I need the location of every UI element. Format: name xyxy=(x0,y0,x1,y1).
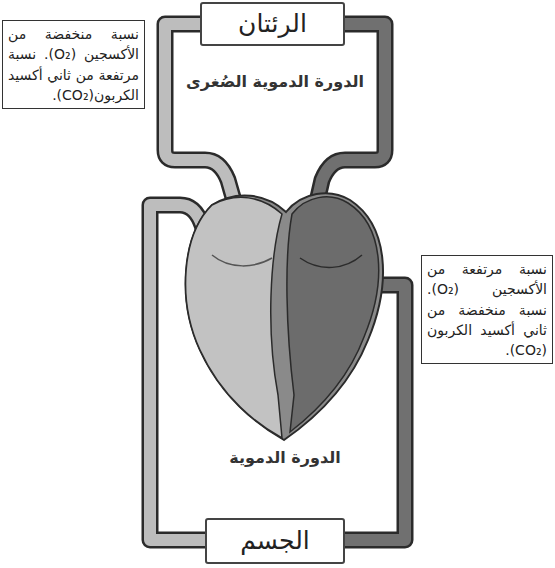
note-box: نسبة منخفضة من الأكسجين (O₂). نسبة مرتفع… xyxy=(2,20,145,109)
vessels xyxy=(150,24,405,540)
heart-outline xyxy=(186,193,383,440)
organ-box: الجسم xyxy=(205,518,345,564)
organ-name: الجسم xyxy=(240,526,310,556)
organ-box: الرئتان xyxy=(200,2,345,46)
heart xyxy=(186,193,383,440)
circulation-label: الدورة الدموية الصُغرى xyxy=(177,72,373,92)
note-text: نسبة منخفضة من الأكسجين (O₂). نسبة مرتفع… xyxy=(8,24,139,105)
valve-line xyxy=(212,255,272,266)
note-box: نسبة مرتفعة من الأكسجين (O₂). نسبة منخفض… xyxy=(421,255,553,364)
note-text: نسبة مرتفعة من الأكسجين (O₂). نسبة منخفض… xyxy=(427,259,547,360)
heart-left-side xyxy=(287,197,379,432)
circulation-label: الدورة الدموية xyxy=(185,448,385,468)
organ-name: الرئتان xyxy=(238,9,307,39)
deoxygenated-vessel xyxy=(165,24,238,215)
vessel-outline xyxy=(165,24,238,215)
valve-line xyxy=(300,255,362,267)
heart-right-side xyxy=(186,197,282,438)
vessel-outline xyxy=(314,24,385,215)
oxygenated-vessel xyxy=(314,24,385,215)
